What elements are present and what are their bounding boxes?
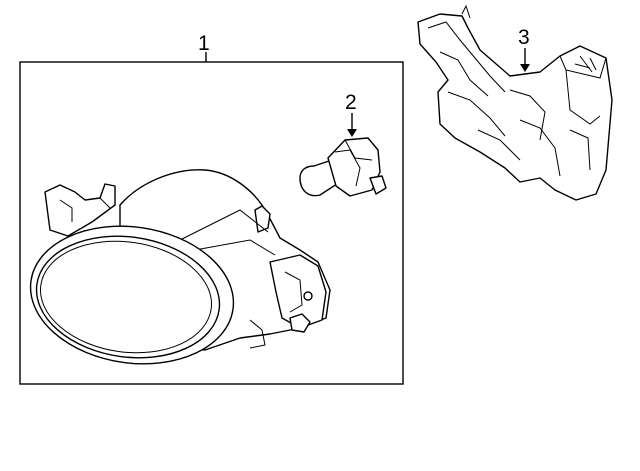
callout-3-label: 3 (518, 26, 530, 49)
callout-2-label: 2 (345, 91, 357, 114)
part-1-group-box (19, 61, 404, 385)
bulb (299, 113, 387, 197)
mounting-bracket (417, 4, 613, 201)
fog-lamp-assembly (29, 169, 331, 365)
callout-1-label: 1 (198, 32, 210, 55)
